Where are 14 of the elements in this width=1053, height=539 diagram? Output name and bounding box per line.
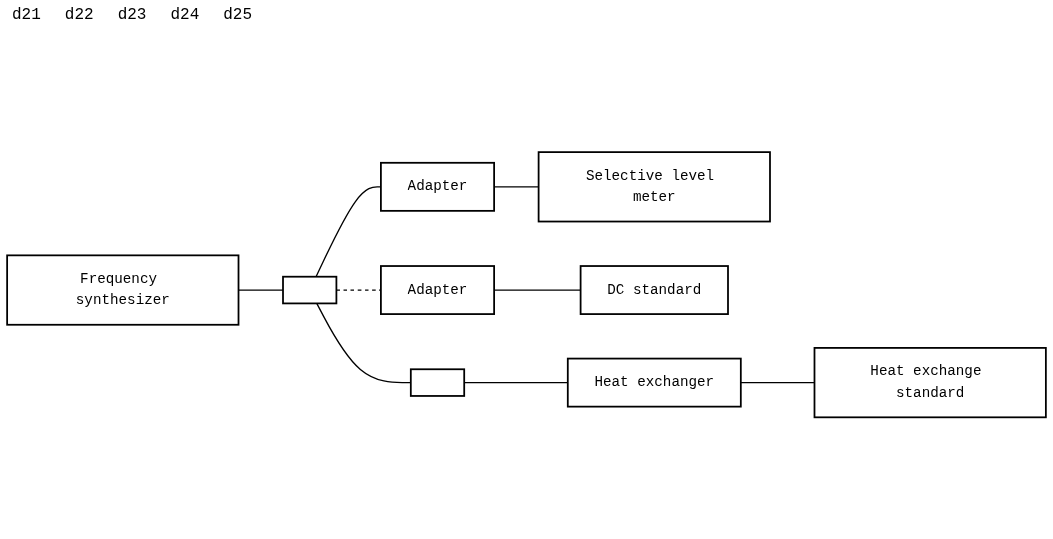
callout-number: d24 (170, 6, 200, 24)
node-box (409, 368, 466, 397)
node-box: Heat exchanger (566, 357, 742, 408)
callout-number: d22 (64, 6, 94, 24)
callout-number: d21 (12, 6, 41, 24)
callout-number: d25 (223, 6, 253, 24)
node-box: Heat exchange standard (813, 346, 1047, 418)
node-box: Frequency synthesizer (6, 254, 240, 326)
node-box (282, 275, 338, 305)
node-box: Selective level meter (537, 151, 771, 223)
callout-number: d23 (117, 6, 147, 24)
node-box: Adapter (380, 161, 495, 212)
node-box: DC standard (579, 264, 729, 315)
node-box: Adapter (380, 264, 495, 315)
